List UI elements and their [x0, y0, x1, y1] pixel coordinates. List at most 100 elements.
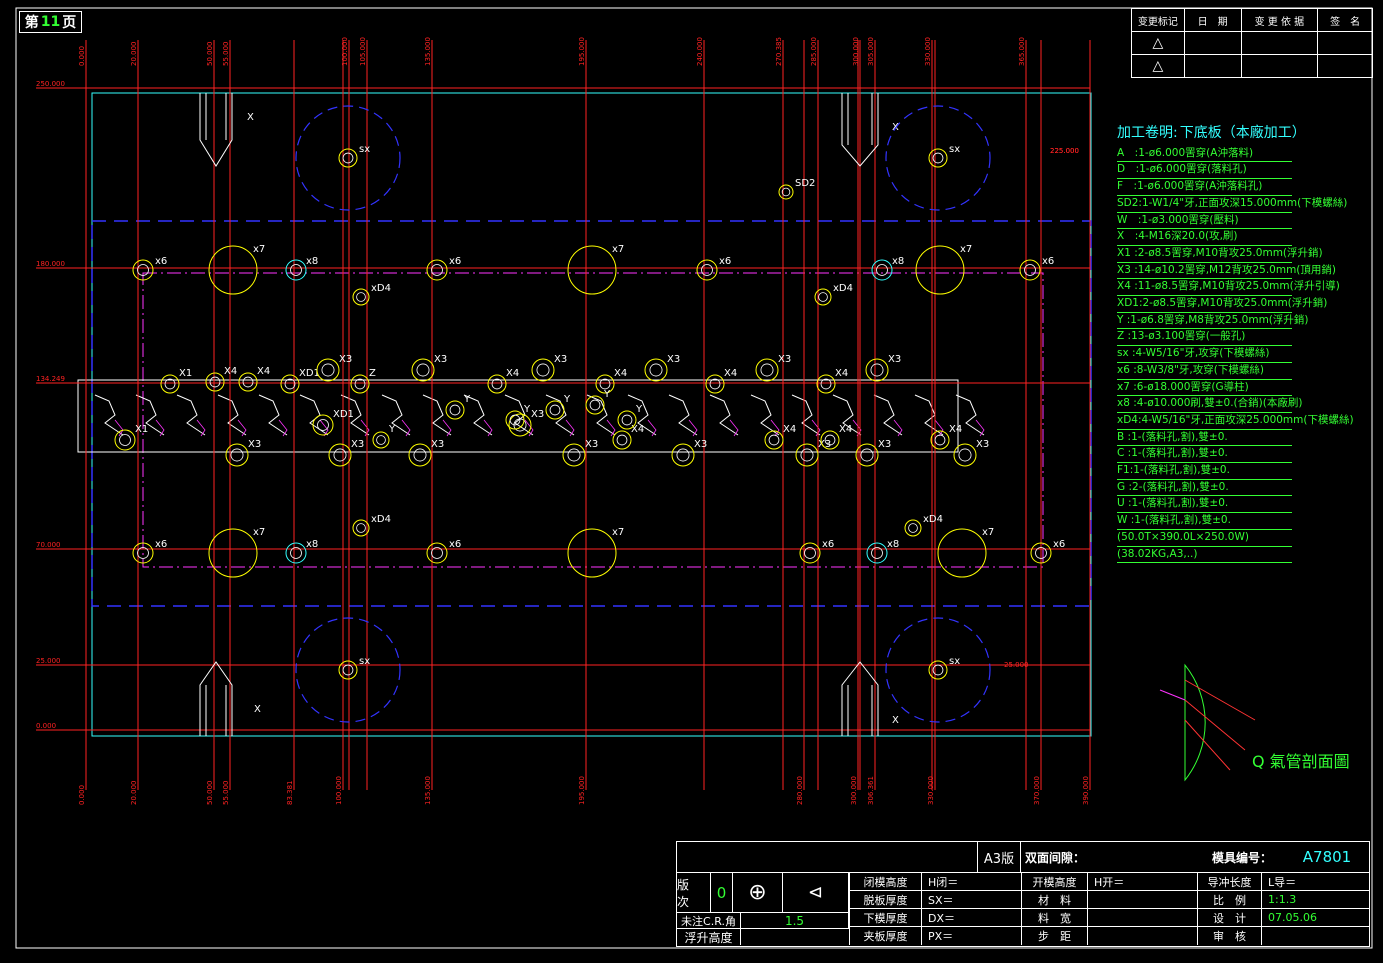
hole	[487, 374, 507, 394]
dim-bottom-text: 370.000	[1033, 776, 1041, 805]
hole-label: X1	[179, 368, 192, 379]
dim-top-text: 240.000	[696, 37, 704, 66]
note-line: (38.02KG,A3,..)	[1117, 547, 1292, 564]
hole	[778, 184, 794, 200]
hole-inner	[701, 264, 713, 276]
hole-inner	[870, 363, 884, 377]
hole-inner	[376, 435, 386, 445]
note-line: U :1-(落料孔,割),雙±0.	[1117, 496, 1292, 514]
strip-part	[832, 394, 862, 436]
rev-header-sign: 签 名	[1330, 16, 1361, 28]
hole-inner	[621, 414, 633, 426]
hole-x7	[567, 528, 617, 578]
hole	[671, 443, 695, 467]
strip-part-edge	[278, 419, 288, 437]
large-circles	[295, 105, 991, 723]
strip-part-edge	[647, 419, 657, 437]
hole-label: x7	[612, 527, 624, 538]
hole	[338, 148, 358, 168]
strip-part-edge	[606, 419, 616, 437]
title-cell: SX＝	[921, 891, 1021, 909]
dim-bottom-text: 20.000	[130, 781, 138, 806]
hole-inner	[356, 523, 366, 533]
hole-inner	[709, 378, 721, 390]
hole-inner	[119, 434, 131, 446]
hole	[644, 358, 668, 382]
hole-label: x6	[1042, 256, 1054, 267]
note-line: W :1-(落料孔,割),雙±0.	[1117, 513, 1292, 530]
hole-inner	[321, 363, 335, 377]
strip-part-edge	[975, 419, 985, 437]
hole-x7	[915, 245, 965, 295]
hole	[696, 259, 718, 281]
hole-label: Y	[563, 394, 571, 405]
hole-label: X3	[248, 439, 261, 450]
hole-inner	[284, 378, 296, 390]
note-line: x7 :6-ø18.000罟穿(G導柱)	[1117, 380, 1292, 397]
strip-part-edge	[196, 419, 206, 437]
hole-label: X3	[434, 354, 447, 365]
plate-size: A3版	[977, 842, 1021, 872]
strip-part	[750, 394, 780, 436]
hole-inner	[908, 523, 918, 533]
hole	[705, 374, 725, 394]
hole-inner	[290, 264, 302, 276]
dim-top-text: 50.000	[206, 42, 214, 67]
dim-top-text: 105.000	[359, 37, 367, 66]
guide-post-bottom-right	[841, 661, 879, 736]
dim-bottom-text: 50.000	[206, 781, 214, 806]
vertical-centerlines	[85, 40, 1091, 790]
strip-part	[258, 394, 288, 436]
dim-bottom-text: 280.000	[796, 776, 804, 805]
dim-top-text: 270.385	[775, 37, 783, 66]
hole-label: X	[892, 715, 899, 726]
hole	[114, 429, 136, 451]
guide-post-top-left	[199, 93, 233, 167]
lift-label: 浮升高度	[677, 929, 741, 945]
hole-label: X4	[783, 424, 796, 435]
hole-label: x7	[253, 244, 265, 255]
dim-right-text: 225.000	[1050, 147, 1079, 155]
hole-label: X3	[818, 439, 831, 450]
hole-inner	[1024, 264, 1036, 276]
page-suffix: 页	[62, 15, 77, 31]
title-cell	[1087, 891, 1197, 909]
hole-inner	[431, 264, 443, 276]
note-line: X3 :14-ø10.2罟穿,M12背攻25.0mm(頂用銷)	[1117, 263, 1336, 280]
hole-label: X3	[431, 439, 444, 450]
hole-inner	[416, 363, 430, 377]
dim-left-text: 70.000	[36, 541, 61, 549]
hole	[928, 660, 948, 680]
strip-part	[955, 394, 985, 436]
note-line: SD2:1-W1/4"牙,正面攻深15.000mm(下模螺絲)	[1117, 196, 1347, 213]
dim-right-text: 225.000	[1050, 147, 1079, 155]
hole	[316, 358, 340, 382]
hole-inner	[137, 547, 149, 559]
dim-top-text: 100.000	[341, 37, 349, 66]
note-line: X4 :11-ø8.5罟穿,M10背攻25.0mm(浮升引導)	[1117, 279, 1340, 297]
strip-part	[791, 394, 821, 436]
section-detail	[1159, 663, 1256, 782]
strip-part	[340, 394, 370, 436]
rev-row-2-mark: △	[1132, 55, 1185, 77]
hole	[312, 414, 334, 436]
hole-label: xD4	[371, 283, 391, 294]
hole-inner	[768, 434, 780, 446]
hole-label: X4	[835, 368, 848, 379]
hole-label: x6	[719, 256, 731, 267]
note-line: xD4:4-W5/16"牙,正面攻深25.000mm(下模螺絲)	[1117, 413, 1354, 430]
guide-post-top-right	[841, 93, 879, 167]
hole-label: X3	[531, 409, 544, 420]
hole	[508, 413, 532, 437]
hole-label: X3	[694, 439, 707, 450]
note-line: G :2-(落料孔,割),雙±0.	[1117, 480, 1292, 497]
dim-bottom-text: 83.381	[286, 781, 294, 806]
strip-part-edge	[729, 419, 739, 437]
horizontal-centerlines	[36, 87, 1090, 731]
hole-inner	[932, 664, 944, 676]
hole-label: Y	[388, 424, 396, 435]
hole	[865, 358, 889, 382]
hole	[132, 259, 154, 281]
hole-label: x7	[982, 527, 994, 538]
